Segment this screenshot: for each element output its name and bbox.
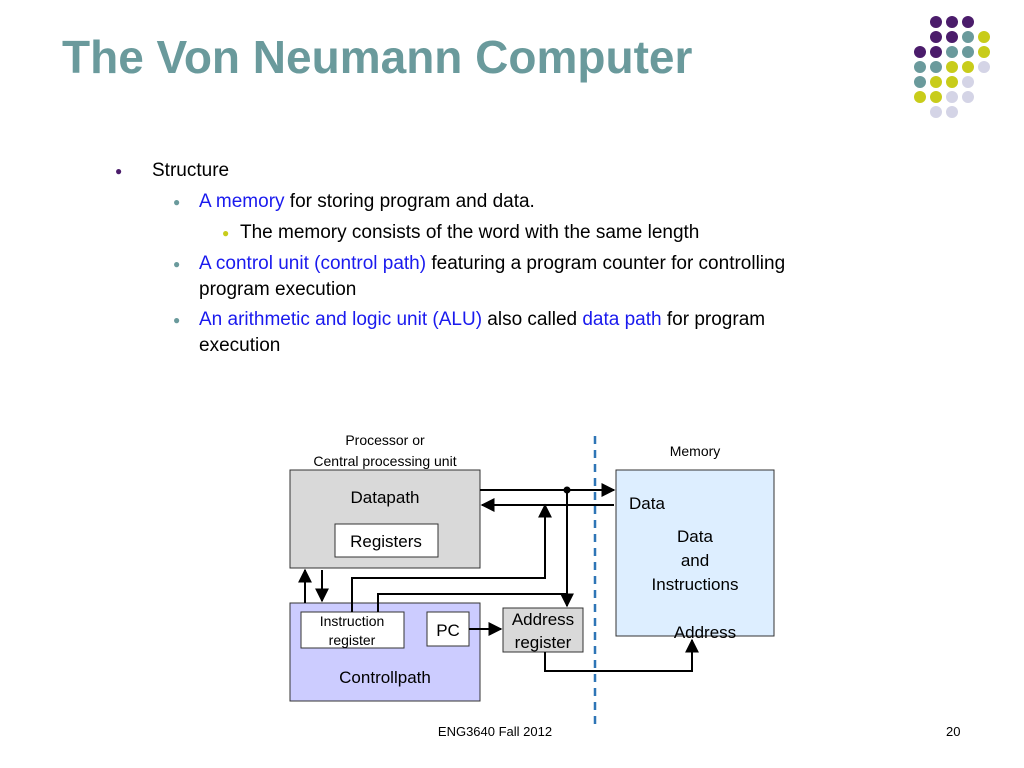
address-register-box <box>502 607 584 653</box>
datapath-label: Datapath <box>351 488 420 507</box>
decorative-dot <box>962 46 974 58</box>
data-bus-to-instruction-register <box>377 490 568 612</box>
decorative-dot <box>930 76 942 88</box>
bullet-marker: ● <box>173 195 181 209</box>
bullet-marker: ● <box>173 257 181 271</box>
highlight-memory: A memory <box>199 191 285 212</box>
memory-address-port-label: Address <box>674 623 736 642</box>
page-number: 20 <box>946 724 961 739</box>
decorative-dot <box>978 61 990 73</box>
instruction-register-label-1: Instruction <box>320 613 385 629</box>
bullet-text: The memory consists of the word with the… <box>240 222 700 243</box>
bullet-alu: ● An arithmetic and logic unit (ALU) als… <box>173 307 766 333</box>
cpu-label-line2: Central processing unit <box>313 453 456 469</box>
decorative-dot <box>914 61 926 73</box>
decorative-dot <box>946 76 958 88</box>
bullet-memory-word: ● The memory consists of the word with t… <box>222 220 700 246</box>
decorative-dot <box>962 61 974 73</box>
highlight-data-path: data path <box>582 309 662 330</box>
decorative-dot <box>962 31 974 43</box>
pc-box <box>426 611 470 647</box>
decorative-dot <box>914 46 926 58</box>
instruction-register-label-2: register <box>329 632 376 648</box>
decorative-dot <box>946 61 958 73</box>
decorative-dot <box>962 16 974 28</box>
bullet-marker: ● <box>173 313 181 327</box>
bullet-structure: ● Structure <box>115 158 230 184</box>
decorative-dot <box>930 46 942 58</box>
bullet-marker: ● <box>115 164 123 178</box>
memory-content-line1: Data <box>677 527 713 546</box>
bullet-text: Structure <box>152 160 230 181</box>
decorative-dot <box>946 16 958 28</box>
controlpath-label: Controllpath <box>339 668 431 687</box>
footer-text: ENG3640 Fall 2012 <box>437 724 553 739</box>
decorative-dot-grid <box>914 16 990 118</box>
bullet-text: for program <box>661 309 766 330</box>
instruction-register-to-datapath <box>351 503 552 612</box>
decorative-dot <box>930 91 942 103</box>
memory-label: Memory <box>670 443 721 459</box>
bus-junction-dot <box>563 486 571 494</box>
memory-content-line3: Instructions <box>652 575 739 594</box>
decorative-dot <box>978 31 990 43</box>
decorative-dot <box>962 76 974 88</box>
registers-box <box>334 523 439 558</box>
address-register-label-1: Address <box>512 610 574 629</box>
decorative-dot <box>930 16 942 28</box>
decorative-dot <box>946 31 958 43</box>
bullet-control-unit: ● A control unit (control path) featurin… <box>173 251 786 277</box>
decorative-dot <box>962 91 974 103</box>
cpu-label-line1: Processor or <box>345 432 425 448</box>
memory-content-line2: and <box>681 551 709 570</box>
bullet-text: featuring a program counter for controll… <box>426 253 786 274</box>
bullet-text: for storing program and data. <box>284 191 535 212</box>
decorative-dot <box>914 76 926 88</box>
bullet-memory: ● A memory for storing program and data. <box>173 189 535 215</box>
decorative-dot <box>930 31 942 43</box>
decorative-dot <box>930 106 942 118</box>
highlight-alu: An arithmetic and logic unit (ALU) <box>199 309 483 330</box>
decorative-dot <box>914 91 926 103</box>
memory-data-port-label: Data <box>629 494 665 513</box>
address-register-label-2: register <box>515 633 572 652</box>
registers-label: Registers <box>350 532 422 551</box>
bullet-control-unit-cont: program execution <box>199 279 357 300</box>
highlight-control-unit: A control unit (control path) <box>199 253 427 274</box>
address-register-to-memory <box>544 638 699 672</box>
decorative-dot <box>946 106 958 118</box>
decorative-dot <box>946 91 958 103</box>
decorative-dot <box>978 46 990 58</box>
decorative-dot <box>946 46 958 58</box>
decorative-dot <box>930 61 942 73</box>
pc-label: PC <box>436 621 460 640</box>
memory-box <box>615 469 775 637</box>
bullet-text: also called <box>482 309 583 330</box>
bullet-alu-cont: execution <box>199 335 281 356</box>
slide-title: The Von Neumann Computer <box>62 31 693 83</box>
bullet-marker: ● <box>222 226 230 240</box>
